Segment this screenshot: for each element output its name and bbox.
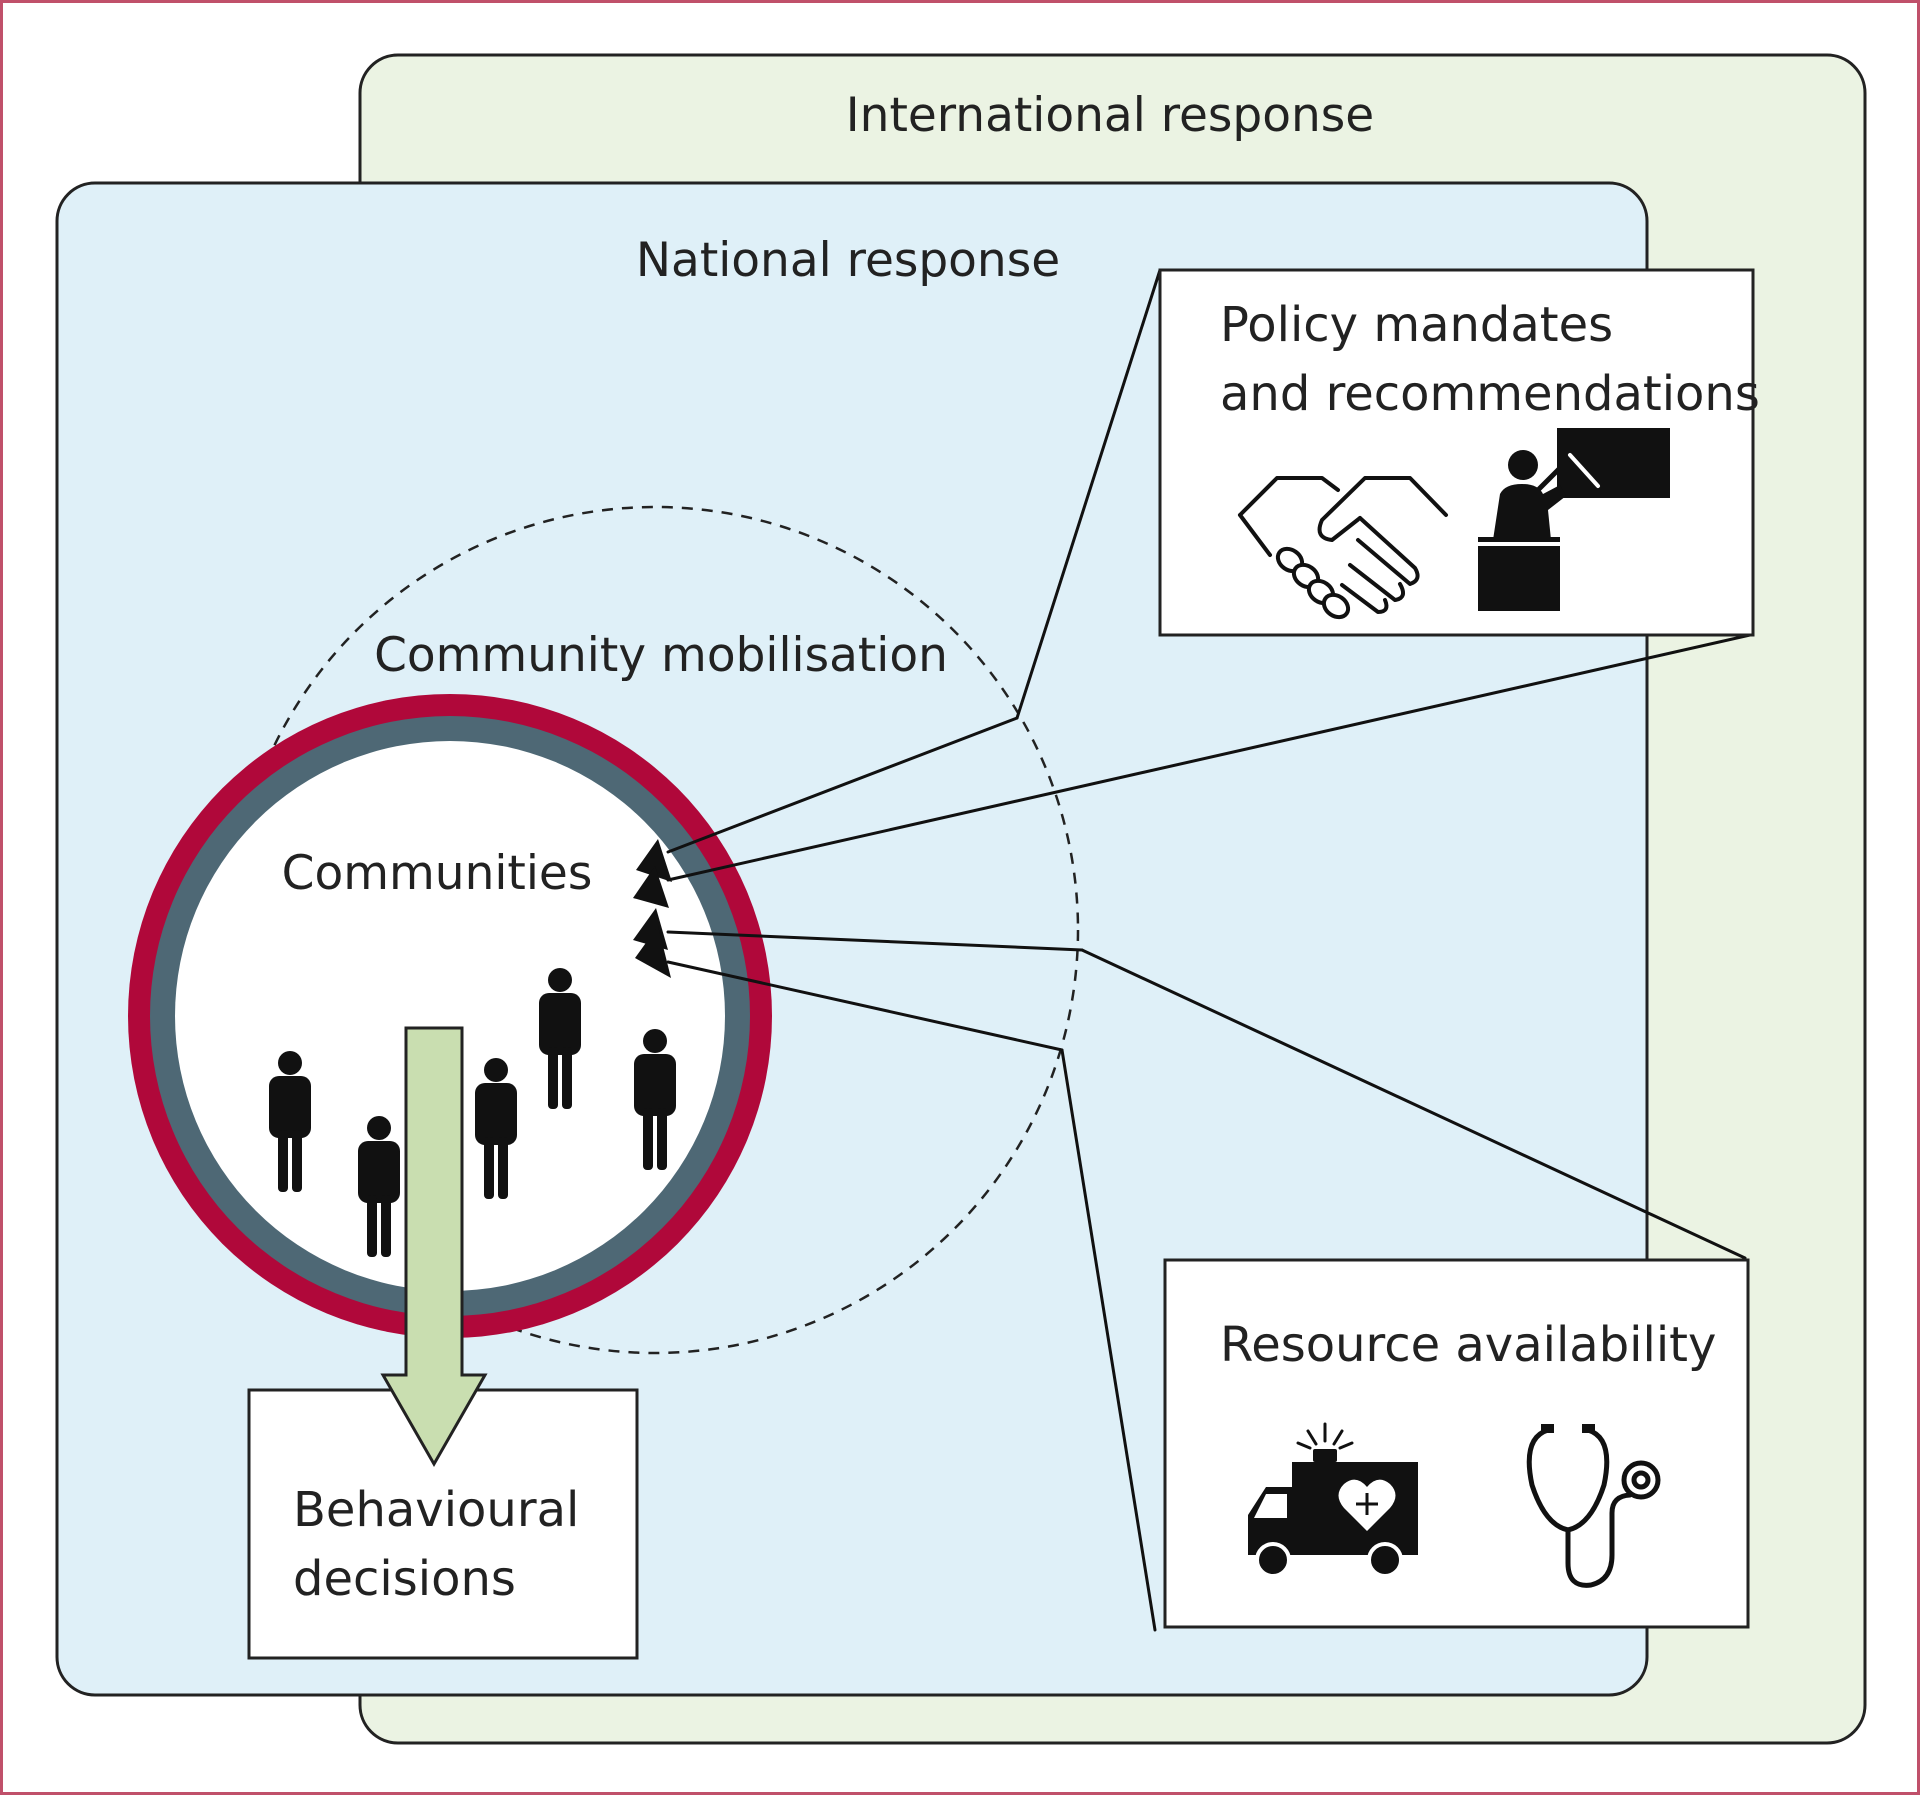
communities-center — [175, 741, 725, 1291]
connector-lines — [666, 268, 1752, 1632]
arrowhead-4 — [635, 926, 671, 978]
behavioural-decisions-label-line1: Behavioural — [293, 1482, 579, 1538]
communities-label: Communities — [282, 846, 593, 901]
arrowhead-1 — [636, 839, 672, 882]
incoming-arrowheads — [633, 839, 672, 978]
stethoscope-icon — [1526, 1424, 1661, 1588]
international-response-label: International response — [846, 88, 1374, 143]
resource-label: Resource availability — [1220, 1317, 1716, 1373]
policy-label-line1: Policy mandates — [1220, 297, 1613, 353]
community-mobilisation-label: Community mobilisation — [374, 628, 948, 683]
teacher-at-board-icon — [1478, 428, 1670, 611]
arrowhead-2 — [633, 866, 669, 908]
handshake-icon — [1238, 476, 1448, 620]
down-arrow — [380, 1026, 488, 1468]
national-response-label: National response — [636, 233, 1060, 288]
ambulance-icon — [1248, 1422, 1418, 1578]
behavioural-decisions-label-line2: decisions — [293, 1551, 516, 1607]
policy-label-line2: and recommendations — [1220, 366, 1760, 422]
resource-box — [1163, 1258, 1750, 1629]
